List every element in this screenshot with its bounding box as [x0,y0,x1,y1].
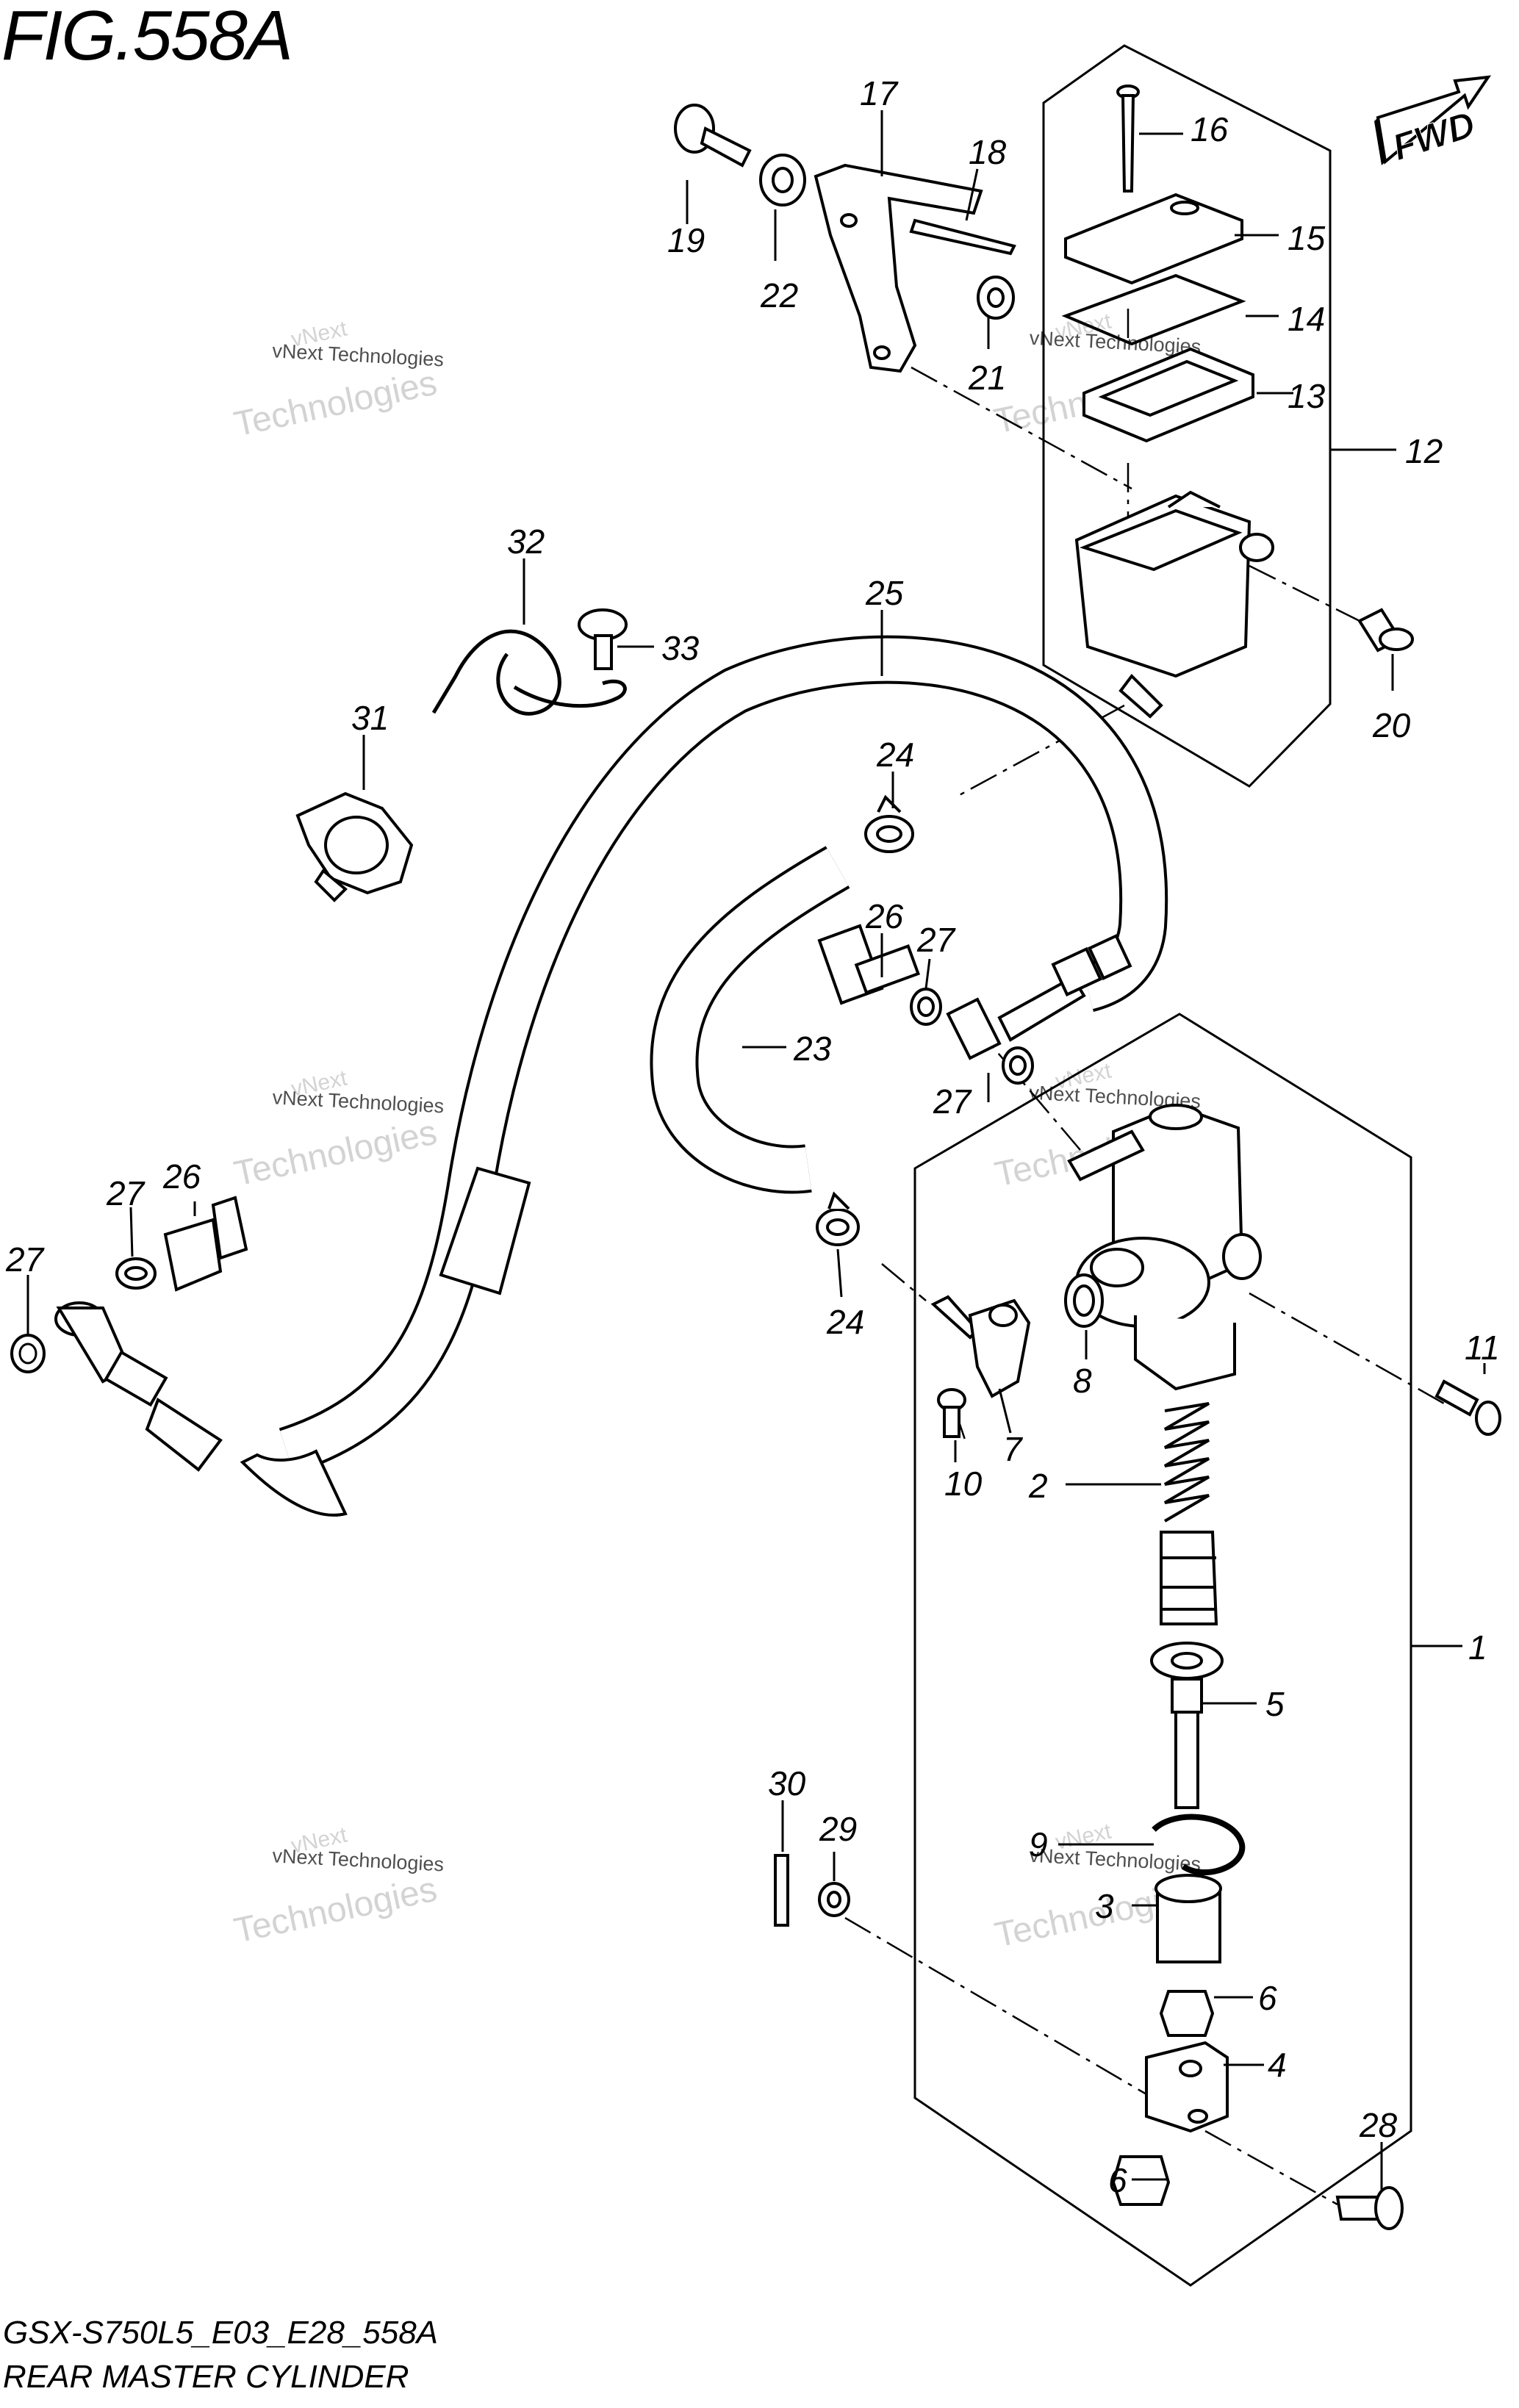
left-hose-fitting [54,1196,248,1472]
watermark-5-line3: Technologies [231,1870,440,1951]
figure-title: FIG.558A [1,0,293,75]
callout-17: 17 [860,74,899,112]
callout-27b: 27 [933,1082,972,1121]
callout-2: 2 [1028,1467,1048,1505]
callout-26b: 26 [162,1157,201,1196]
master-cylinder-assembly-outline [913,1013,1412,2287]
spring-clip-32 [431,629,627,716]
callout-1: 1 [1468,1628,1487,1667]
brake-hose-23 [650,846,850,1194]
callout-27c: 27 [106,1174,146,1212]
screw-33 [578,608,628,670]
callout-4: 4 [1268,2046,1287,2084]
callout-24b: 24 [826,1303,864,1341]
callout-32: 32 [507,522,545,561]
callout-31: 31 [351,699,389,737]
leader-lines [26,110,1486,2190]
callouts: 1 2 3 4 5 6 6 7 8 9 10 11 12 13 14 15 16… [5,74,1500,2199]
callout-7: 7 [1003,1430,1023,1468]
hose-clamp-24-lower [816,1191,860,1246]
callout-18: 18 [969,133,1007,171]
callout-6a: 6 [1258,1979,1277,2017]
callout-9: 9 [1029,1825,1048,1863]
upper-hose-fitting [817,924,1132,1085]
callout-23: 23 [793,1029,832,1068]
model-code: GSX-S750L5_E03_E28_558A [3,2315,439,2351]
callout-20: 20 [1372,706,1411,744]
callout-14: 14 [1288,300,1325,338]
bracket-parts [674,104,1016,373]
clamp-31 [295,791,414,902]
callout-3: 3 [1095,1887,1114,1925]
callout-8: 8 [1073,1362,1092,1400]
callout-19: 19 [667,221,705,259]
callout-5: 5 [1265,1685,1285,1723]
washer-27-left-inner [18,1343,37,1365]
hose-clamp-24-upper [864,794,914,853]
watermark-6-line2: vNext Technologies [1029,1844,1202,1875]
watermark-3: vNext vNext Technologies Technologies [231,1065,445,1193]
fwd-arrow-icon: FWD [1374,75,1492,169]
callout-27a: 27 [916,921,956,959]
watermark-2-line2: vNext Technologies [1029,327,1202,358]
callout-33: 33 [661,629,700,667]
reservoir-parts [1061,85,1274,719]
callout-28: 28 [1359,2106,1398,2144]
bolt-20 [1357,608,1414,653]
watermark-5-line2: vNext Technologies [272,1844,445,1875]
bolt-11 [1434,1379,1501,1436]
callout-29: 29 [819,1810,857,1848]
callout-11: 11 [1465,1329,1500,1367]
watermark-3-line2: vNext Technologies [272,1086,445,1117]
callout-12: 12 [1405,432,1443,470]
callout-6b: 6 [1108,2161,1127,2199]
connector-parts [930,1273,1104,1438]
callout-22: 22 [760,276,798,315]
callout-30: 30 [768,1764,806,1803]
master-cylinder-parts [1067,1104,1262,2206]
watermark-1-line3: Technologies [231,364,440,445]
reservoir-assembly-outline [1042,44,1332,788]
watermark-3-line3: Technologies [231,1113,440,1194]
callout-21: 21 [968,359,1006,397]
diagram-subtitle: REAR MASTER CYLINDER [3,2359,409,2395]
watermark-1: vNext vNext Technologies Technologies [231,316,445,444]
callout-15: 15 [1288,219,1326,257]
watermark-5: vNext vNext Technologies Technologies [231,1822,445,1950]
callout-16: 16 [1191,110,1229,148]
pin-parts [774,1854,1404,2230]
callout-27d: 27 [5,1240,45,1279]
callout-26a: 26 [865,897,904,935]
callout-25: 25 [865,574,904,612]
callout-24a: 24 [876,736,914,774]
callout-13: 13 [1288,377,1326,415]
callout-10: 10 [944,1464,983,1503]
brake-hose-25 [240,635,1168,1517]
